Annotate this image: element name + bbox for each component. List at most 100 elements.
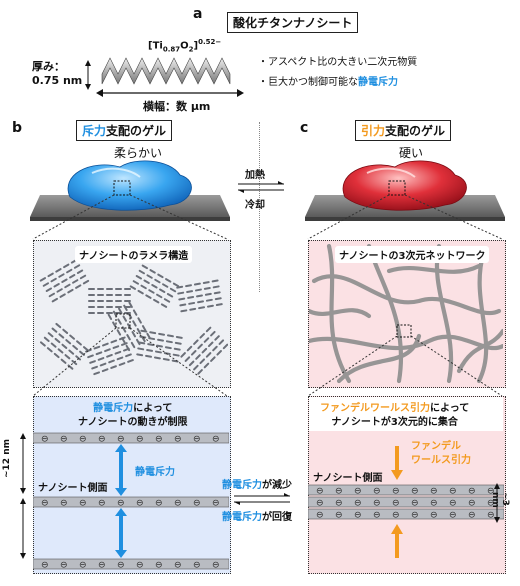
svg-text:⊖: ⊖: [316, 499, 324, 509]
equilibrium-arrows-top: [238, 181, 284, 193]
svg-text:⊖: ⊖: [354, 487, 362, 497]
svg-text:⊖: ⊖: [373, 487, 381, 497]
lamellar-sheets: [39, 259, 228, 376]
repulsion-detail-title: 静電斥力によって ナノシートの動きが制限: [78, 403, 188, 428]
soft-gel-illustration: [30, 160, 230, 221]
svg-text:⊖: ⊖: [449, 487, 457, 497]
svg-text:⊖: ⊖: [174, 499, 182, 509]
lamellar-title: ナノシートのラメラ構造: [75, 246, 193, 263]
svg-text:⊖: ⊖: [392, 499, 400, 509]
svg-text:⊖: ⊖: [117, 561, 125, 571]
svg-text:⊖: ⊖: [79, 561, 87, 571]
attraction-arrow-down: [391, 446, 403, 480]
width-label: 横幅：数 μm: [143, 100, 211, 113]
svg-text:⊖: ⊖: [60, 561, 68, 571]
panel-b-subtitle: 柔らかい: [114, 146, 163, 160]
nanosheet-b-bottom: ⊖⊖⊖⊖⊖⊖⊖⊖⊖⊖: [33, 558, 229, 571]
svg-text:⊖: ⊖: [155, 561, 163, 571]
svg-text:⊖: ⊖: [449, 511, 457, 521]
svg-text:⊖: ⊖: [468, 487, 476, 497]
svg-text:⊖: ⊖: [117, 499, 125, 509]
svg-text:⊖: ⊖: [174, 561, 182, 571]
svg-text:⊖: ⊖: [392, 511, 400, 521]
svg-text:⊖: ⊖: [193, 561, 201, 571]
svg-text:⊖: ⊖: [487, 487, 495, 497]
spacing-arrow-c: [494, 483, 500, 523]
panel-c-title: 引力支配のゲル: [355, 120, 452, 141]
svg-text:⊖: ⊖: [174, 435, 182, 445]
bullet-repulsion: ・巨大かつ制御可能な静電斥力: [258, 77, 398, 88]
svg-text:⊖: ⊖: [41, 499, 49, 509]
attraction-title-bg: [309, 397, 503, 431]
panel-c-letter: c: [300, 120, 309, 136]
svg-text:⊖: ⊖: [468, 511, 476, 521]
equilibrium-arrows-bottom: [234, 493, 290, 505]
lamellar-structure-box: [33, 240, 231, 388]
svg-text:⊖: ⊖: [79, 499, 87, 509]
svg-text:⊖: ⊖: [354, 499, 362, 509]
svg-text:⊖: ⊖: [411, 511, 419, 521]
network-title: ナノシートの3次元ネットワーク: [335, 246, 490, 263]
svg-text:⊖: ⊖: [449, 499, 457, 509]
svg-text:⊖: ⊖: [212, 561, 220, 571]
repulsion-sheets: ⊖⊖⊖⊖⊖⊖⊖⊖⊖⊖⊖⊖⊖⊖⊖⊖⊖⊖⊖⊖⊖⊖⊖⊖⊖⊖⊖⊖⊖⊖: [33, 432, 229, 571]
bullet-aspect-ratio: ・アスペクト比の大きい二次元物質: [258, 57, 418, 68]
repulsion-decrease-label: 静電斥力が減少: [222, 480, 292, 491]
svg-text:⊖: ⊖: [98, 435, 106, 445]
nanosheet-c-middle: ⊖⊖⊖⊖⊖⊖⊖⊖⊖⊖: [308, 496, 504, 509]
svg-text:⊖: ⊖: [335, 499, 343, 509]
svg-text:⊖: ⊖: [392, 487, 400, 497]
svg-text:⊖: ⊖: [335, 511, 343, 521]
svg-text:⊖: ⊖: [41, 435, 49, 445]
svg-text:⊖: ⊖: [335, 487, 343, 497]
svg-text:⊖: ⊖: [212, 435, 220, 445]
zoom-guide-lines-b2: [32, 313, 228, 397]
nanosheet-b-top: ⊖⊖⊖⊖⊖⊖⊖⊖⊖⊖: [33, 432, 229, 445]
nanosheet-b-mid: ⊖ ⊖ ⊖ ⊖ ⊖ ⊖ ⊖ ⊖ ⊖ ⊖: [33, 496, 229, 509]
svg-text:⊖: ⊖: [193, 499, 201, 509]
svg-text:⊖: ⊖: [316, 487, 324, 497]
attraction-arrow-up: [391, 524, 403, 558]
attraction-sheets: ⊖⊖⊖⊖⊖⊖⊖⊖⊖⊖⊖⊖⊖⊖⊖⊖⊖⊖⊖⊖⊖⊖⊖⊖⊖⊖⊖⊖⊖⊖: [308, 446, 504, 558]
attraction-detail-title: ファンデルワールス引力によって ナノシートが3次元的に集合: [320, 403, 470, 428]
svg-text:⊖: ⊖: [411, 499, 419, 509]
svg-text:⊖: ⊖: [41, 561, 49, 571]
repulsion-arrow: [115, 444, 127, 496]
svg-text:⊖: ⊖: [60, 435, 68, 445]
repulsion-recover-label: 静電斥力が回復: [222, 512, 292, 523]
svg-text:⊖: ⊖: [212, 499, 220, 509]
svg-text:⊖: ⊖: [316, 511, 324, 521]
svg-text:⊖: ⊖: [98, 499, 106, 509]
panel-b-letter: b: [12, 120, 23, 136]
svg-text:⊖: ⊖: [155, 499, 163, 509]
svg-text:⊖: ⊖: [136, 561, 144, 571]
force-label-c: ファンデルワールス引力: [411, 441, 471, 466]
panel-c-subtitle: 硬い: [399, 146, 424, 160]
spacing-arrow-b: [20, 433, 26, 559]
svg-text:⊖: ⊖: [430, 511, 438, 521]
panel-a-letter: a: [193, 6, 203, 22]
repulsion-detail-box: [33, 396, 231, 574]
thickness-label: 厚み：: [32, 60, 65, 73]
zoom-guide-lines-c1: [307, 195, 503, 240]
svg-text:⊖: ⊖: [60, 499, 68, 509]
svg-text:⊖: ⊖: [193, 435, 201, 445]
svg-text:⊖: ⊖: [468, 499, 476, 509]
center-divider: [259, 122, 260, 292]
svg-text:⊖: ⊖: [430, 487, 438, 497]
svg-text:⊖: ⊖: [155, 435, 163, 445]
nanosheet-c-top: ⊖ ⊖ ⊖ ⊖ ⊖ ⊖ ⊖ ⊖ ⊖ ⊖: [308, 484, 504, 497]
svg-text:⊖: ⊖: [487, 499, 495, 509]
svg-text:⊖: ⊖: [411, 487, 419, 497]
width-arrow: [96, 89, 244, 97]
side-label-b: ナノシート側面: [38, 483, 108, 494]
zoom-guide-lines-b1: [32, 195, 228, 240]
hard-gel-illustration: [305, 160, 505, 221]
svg-text:⊖: ⊖: [136, 499, 144, 509]
svg-text:⊖: ⊖: [117, 435, 125, 445]
svg-text:⊖: ⊖: [354, 511, 362, 521]
nanosheet-zigzag-illustration: [85, 57, 231, 90]
svg-text:⊖: ⊖: [373, 499, 381, 509]
panel-b-title: 斥力支配のゲル: [76, 120, 173, 141]
spacing-label-b: ~12 nm: [2, 439, 12, 478]
